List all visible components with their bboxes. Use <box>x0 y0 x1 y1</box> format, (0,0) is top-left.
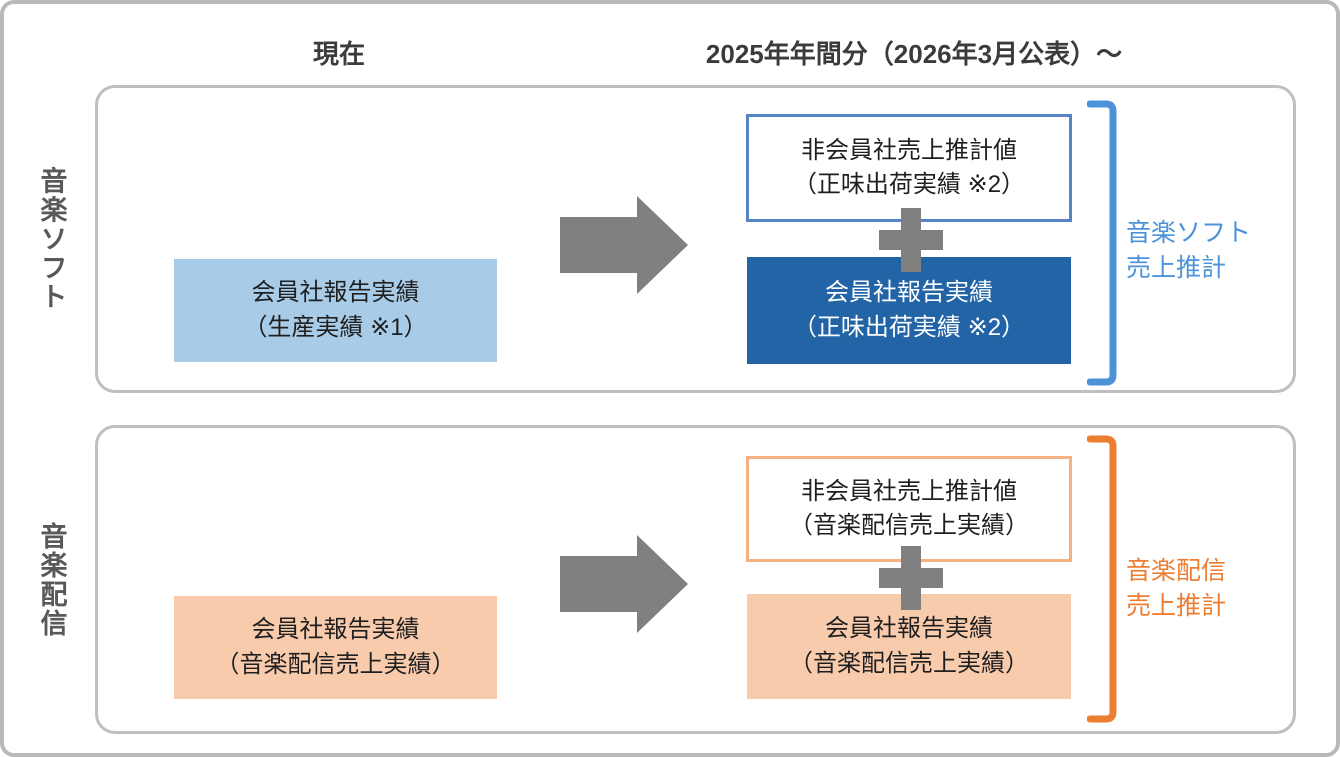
plus-icon <box>879 208 943 272</box>
bracket-icon <box>1087 100 1117 386</box>
result-label-line: 音楽ソフト <box>1126 219 1252 247</box>
bracket-icon <box>1087 435 1117 723</box>
box-text-line: （生産実績 ※1） <box>243 313 428 341</box>
result-label-distribution: 音楽配信 売上推計 <box>1126 554 1226 624</box>
box-text-line: 会員社報告実績 <box>825 615 993 643</box>
box-text-line: 会員社報告実績 <box>825 279 993 307</box>
result-label-line: 音楽配信 <box>1126 557 1227 585</box>
panel-music-distribution-label: 音楽配信 <box>36 522 67 638</box>
result-label-line: 売上推計 <box>1126 254 1227 282</box>
panel-music-software <box>95 85 1296 393</box>
box-text-line: （正味出荷実績 ※2） <box>792 313 1026 341</box>
result-label-line: 売上推計 <box>1126 592 1227 620</box>
box-text-line: 非会員社売上推計値 <box>801 136 1017 164</box>
result-label-software: 音楽ソフト 売上推計 <box>1126 216 1251 286</box>
box-text-line: 会員社報告実績 <box>251 616 420 644</box>
column-header-current: 現在 <box>312 39 366 69</box>
column-header-future: 2025年年間分（2026年3月公表）～ <box>705 39 1123 69</box>
panel-music-distribution <box>95 425 1296 734</box>
box-nonmember-estimate-software: 非会員社売上推計値 （正味出荷実績 ※2） <box>746 114 1072 222</box>
box-text-line: （音楽配信売上実績） <box>789 512 1029 539</box>
box-member-report-future-distribution: 会員社報告実績 （音楽配信売上実績） <box>747 594 1071 699</box>
box-text-line: （音楽配信売上実績） <box>789 649 1029 677</box>
box-text-line: 非会員社売上推計値 <box>801 477 1017 505</box>
box-member-report-future-software: 会員社報告実績 （正味出荷実績 ※2） <box>747 257 1071 364</box>
box-text-line: （音楽配信売上実績） <box>215 650 456 678</box>
box-member-report-current-software: 会員社報告実績 （生産実績 ※1） <box>174 259 497 362</box>
box-text-line: （正味出荷実績 ※2） <box>792 171 1026 198</box>
panel-music-software-label: 音楽ソフト <box>36 166 67 312</box>
arrow-right-icon <box>560 535 688 633</box>
plus-icon <box>879 546 943 610</box>
arrow-right-icon <box>560 196 688 294</box>
box-nonmember-estimate-distribution: 非会員社売上推計値 （音楽配信売上実績） <box>746 456 1072 562</box>
box-member-report-current-distribution: 会員社報告実績 （音楽配信売上実績） <box>174 596 497 699</box>
box-text-line: 会員社報告実績 <box>251 279 420 307</box>
